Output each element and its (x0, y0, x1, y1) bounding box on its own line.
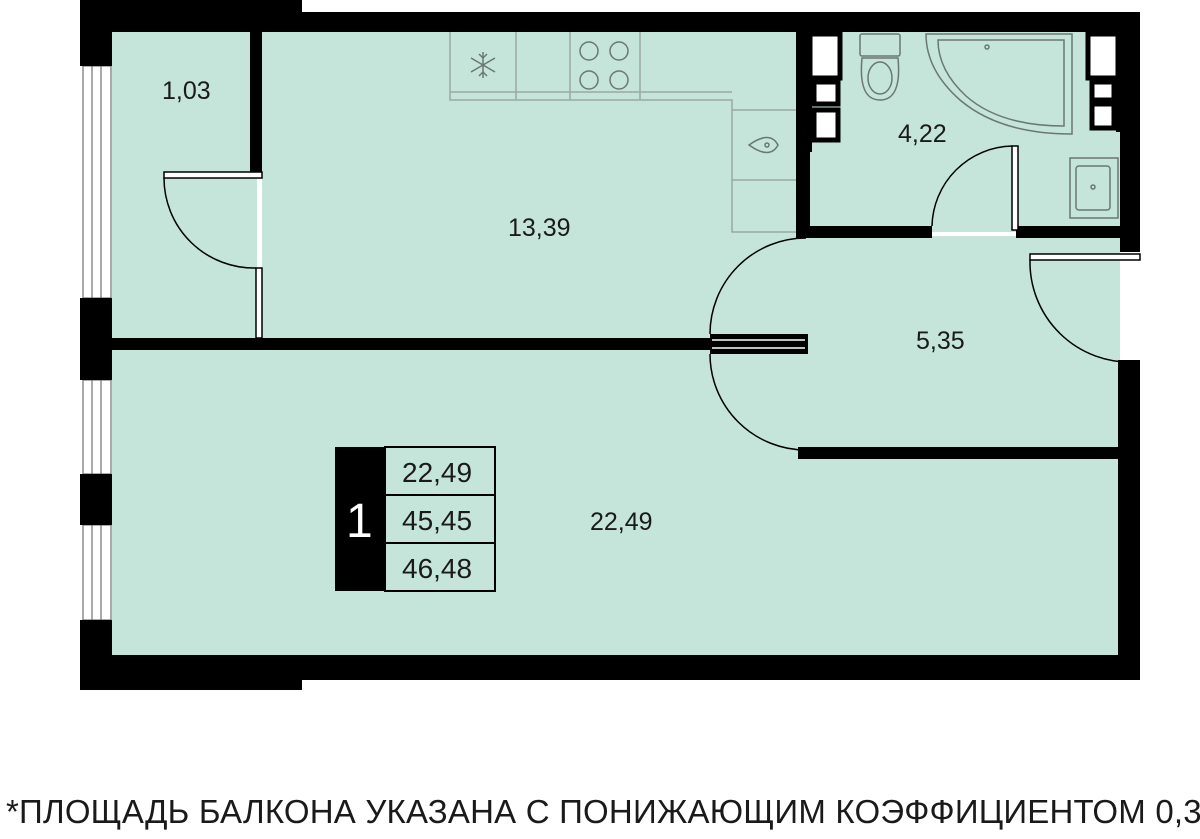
sink-icon (747, 136, 779, 154)
wall-bath-bottom-a (796, 226, 932, 238)
summary-total-with-balcony: 46,48 (402, 553, 472, 584)
summary-rooms-count: 1 (346, 495, 373, 548)
wall-left-upper (80, 0, 112, 66)
floor-bathroom (810, 32, 1120, 232)
wall-hall-bottom (798, 447, 1120, 459)
toilet-icon (859, 33, 901, 101)
balcony-door-swing (163, 177, 257, 269)
kitchen-counter (449, 32, 796, 233)
wall-bath-shaft-left (806, 32, 812, 152)
bathtub-icon (925, 33, 1073, 135)
balcony-door-leaf (163, 171, 263, 179)
wall-right-lower (1118, 360, 1140, 680)
area-summary: 1 22,49 45,45 46,48 (335, 446, 496, 592)
living-area-label: 22,49 (590, 508, 653, 536)
wall-left-mid1 (80, 298, 112, 380)
doors (163, 145, 1141, 451)
entrance-door-leaf (1029, 253, 1141, 261)
bath-door-leaf (1011, 145, 1019, 231)
floor-areas (112, 32, 1120, 655)
wall-balcony-kitchen (250, 32, 262, 172)
balcony-door-jamb (255, 267, 263, 339)
bathroom-area-label: 4,22 (898, 120, 947, 148)
floor-living (112, 350, 1120, 655)
bath-door-swing (931, 145, 1013, 227)
wall-stub-door (710, 334, 808, 354)
living-door-swing-upper (709, 237, 807, 335)
balcony-area-label: 1,03 (162, 77, 211, 105)
snowflake-icon (470, 52, 496, 78)
door-jamb (712, 339, 805, 349)
window-middle (82, 379, 112, 475)
walls (80, 0, 1140, 690)
floor-plan: 1,03 13,39 4,22 5,35 22,49 1 22,49 45,45… (80, 0, 1141, 690)
wall-bath-shaft-right (1116, 32, 1122, 132)
living-door-swing-lower (709, 353, 807, 451)
summary-total-area: 45,45 (402, 505, 472, 536)
wall-bottom-left (80, 655, 302, 690)
hall-area-label: 5,35 (916, 327, 965, 355)
windows-left (82, 65, 112, 621)
wall-top (80, 12, 1140, 32)
wall-right-upper (1120, 12, 1140, 252)
wall-bath-bottom-b (1016, 226, 1120, 238)
wall-left-mid2 (80, 474, 112, 525)
floor-balcony (112, 32, 257, 338)
balcony-footnote: *ПЛОЩАДЬ БАЛКОНА УКАЗАНА С ПОНИЖАЮЩИМ КО… (6, 793, 1200, 830)
washbasin-icon (1069, 157, 1119, 219)
window-bottom (82, 524, 112, 621)
window-top (82, 65, 112, 299)
summary-living-area: 22,49 (402, 457, 472, 488)
summary-cell-with-balcony (384, 542, 496, 592)
floor-kitchen (262, 32, 802, 338)
entrance-door-swing (1029, 259, 1135, 363)
wall-horizontal-main (112, 338, 710, 350)
summary-rooms-block (335, 447, 385, 591)
stove-icon (579, 41, 629, 90)
kitchen-area-label: 13,39 (508, 214, 571, 242)
